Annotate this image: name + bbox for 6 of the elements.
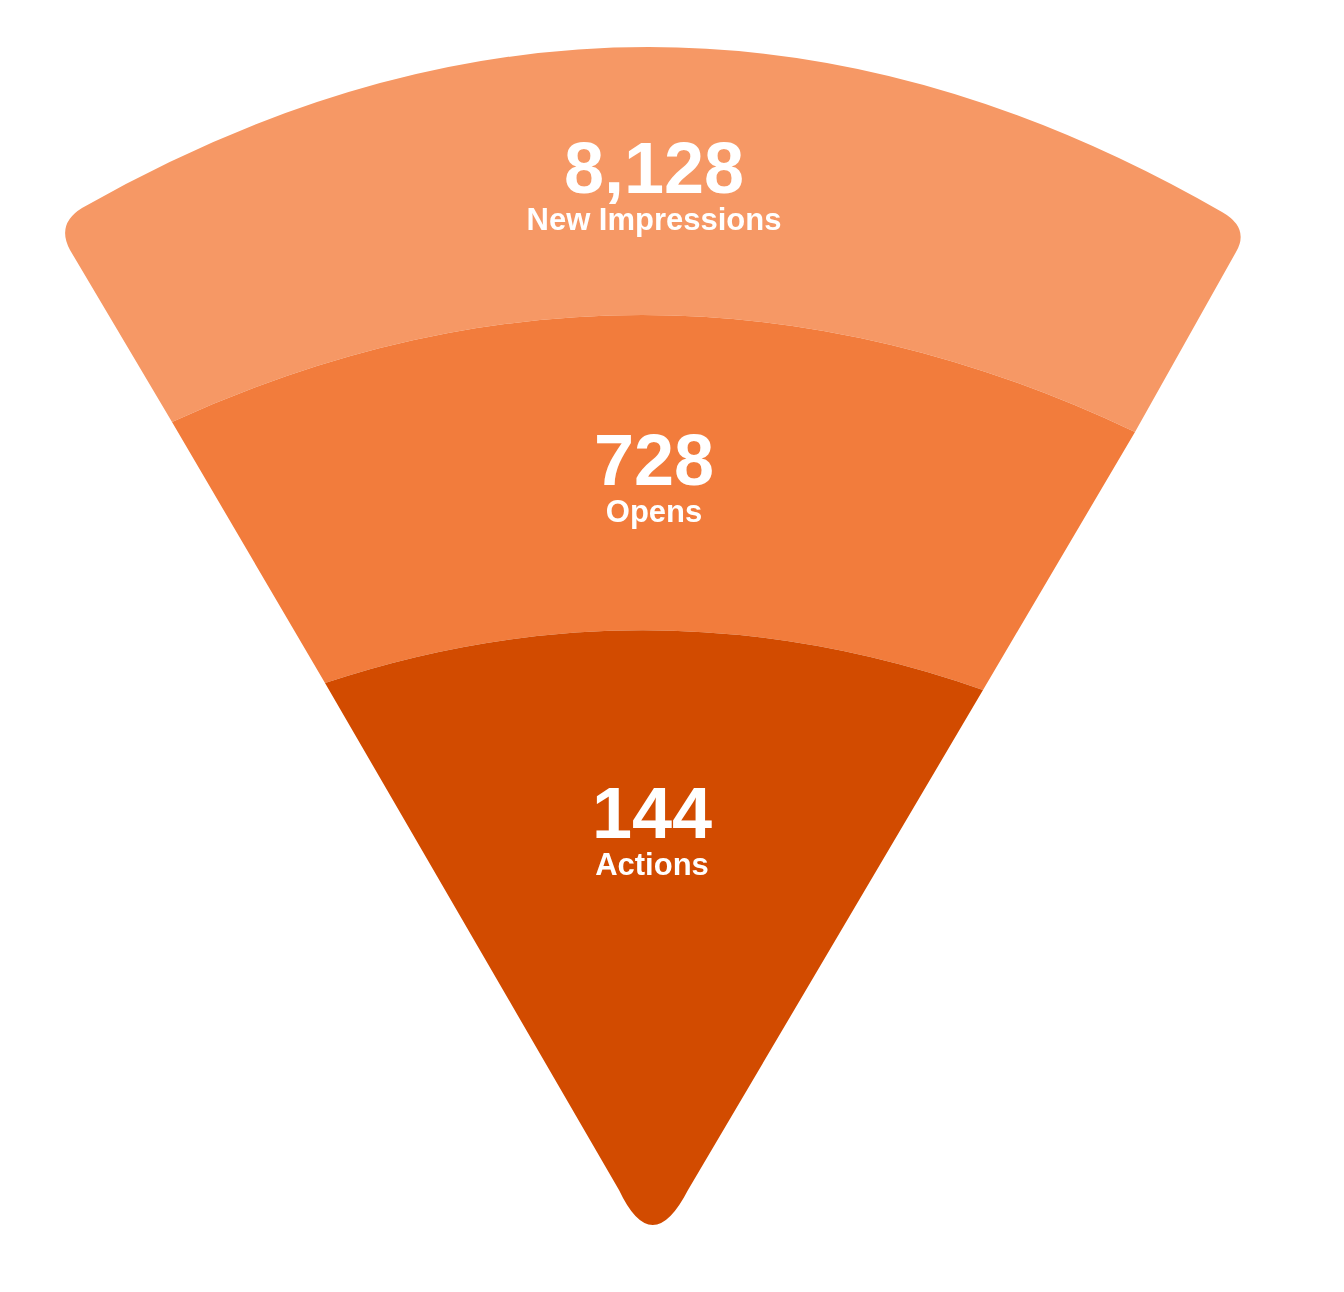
stage-label: New Impressions — [526, 204, 782, 235]
stage-label: Actions — [595, 849, 709, 880]
stage-count: 144 — [591, 777, 713, 849]
stage-label: Opens — [605, 496, 703, 527]
stage-count: 728 — [593, 424, 715, 496]
stage-count: 8,128 — [563, 132, 745, 204]
